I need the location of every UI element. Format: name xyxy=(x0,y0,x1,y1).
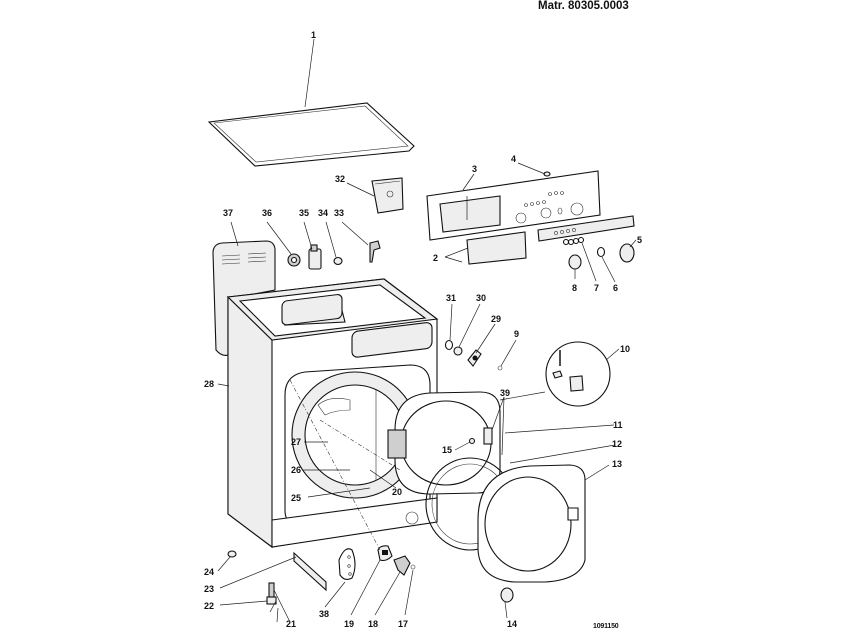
callout-34: 34 xyxy=(318,208,328,218)
callout-23: 23 xyxy=(204,584,214,594)
part-door-lock xyxy=(393,555,411,576)
part-lamp-holder xyxy=(467,349,482,367)
callout-35: 35 xyxy=(299,208,309,218)
callout-3: 3 xyxy=(472,164,477,174)
part-plate xyxy=(338,548,356,581)
callout-38: 38 xyxy=(319,609,329,619)
document-number: 1091150 xyxy=(593,623,619,630)
part-seal-ring xyxy=(287,253,301,267)
callout-29: 29 xyxy=(491,314,501,324)
material-number: Matr. 80305.0003 xyxy=(538,0,629,12)
callout-13: 13 xyxy=(612,459,622,469)
callout-30: 30 xyxy=(476,293,486,303)
callout-28: 28 xyxy=(204,379,214,389)
callout-31: 31 xyxy=(446,293,456,303)
callout-26: 26 xyxy=(291,465,301,475)
part-cabinet xyxy=(226,278,439,549)
part-indicator-cap xyxy=(596,246,606,258)
callout-37: 37 xyxy=(223,208,233,218)
part-detail-circle xyxy=(545,341,611,407)
callout-19: 19 xyxy=(344,619,354,629)
part-nut xyxy=(453,346,463,356)
part-washer xyxy=(444,339,454,351)
callout-labels: 1 2 3 4 5 6 7 8 9 10 11 12 13 14 15 17 1… xyxy=(204,30,642,629)
part-door-frame xyxy=(387,391,501,495)
part-bolt xyxy=(266,582,277,605)
callout-1: 1 xyxy=(311,30,316,40)
callout-21: 21 xyxy=(286,619,296,629)
part-top-lid xyxy=(207,102,415,167)
callout-36: 36 xyxy=(262,208,272,218)
part-buttons xyxy=(562,236,585,246)
part-screw xyxy=(497,365,503,371)
callout-20: 20 xyxy=(392,487,402,497)
part-hook xyxy=(369,240,381,263)
callout-14: 14 xyxy=(507,619,517,629)
part-pressure-switch xyxy=(308,244,322,270)
callout-33: 33 xyxy=(334,208,344,218)
callout-11: 11 xyxy=(613,420,623,430)
callout-10: 10 xyxy=(620,344,630,354)
callout-27: 27 xyxy=(291,437,301,447)
callout-32: 32 xyxy=(335,174,345,184)
part-grommet-small xyxy=(333,256,343,266)
callout-9: 9 xyxy=(514,329,519,339)
part-hinge-plate xyxy=(377,545,393,562)
callout-8: 8 xyxy=(572,283,577,293)
callout-18: 18 xyxy=(368,619,378,629)
part-knob-large xyxy=(619,243,635,263)
part-rail xyxy=(293,551,327,592)
callout-25: 25 xyxy=(291,493,301,503)
part-foot xyxy=(500,587,514,603)
part-bracket xyxy=(371,177,404,214)
part-lens xyxy=(543,171,551,177)
callout-39: 39 xyxy=(500,388,510,398)
callout-2: 2 xyxy=(433,253,438,263)
callout-17: 17 xyxy=(398,619,408,629)
part-cap xyxy=(227,550,237,558)
callout-5: 5 xyxy=(637,235,642,245)
part-back-panel xyxy=(212,240,276,356)
callout-15: 15 xyxy=(442,445,452,455)
part-control-panel xyxy=(426,170,635,265)
callout-4: 4 xyxy=(511,154,516,164)
callout-7: 7 xyxy=(594,283,599,293)
callout-12: 12 xyxy=(612,439,622,449)
part-knob-small xyxy=(568,254,582,270)
callout-22: 22 xyxy=(204,601,214,611)
part-door-trim xyxy=(477,464,586,583)
callout-6: 6 xyxy=(613,283,618,293)
callout-24: 24 xyxy=(204,567,214,577)
leader-lines xyxy=(217,38,637,623)
part-small-screw xyxy=(410,564,416,570)
